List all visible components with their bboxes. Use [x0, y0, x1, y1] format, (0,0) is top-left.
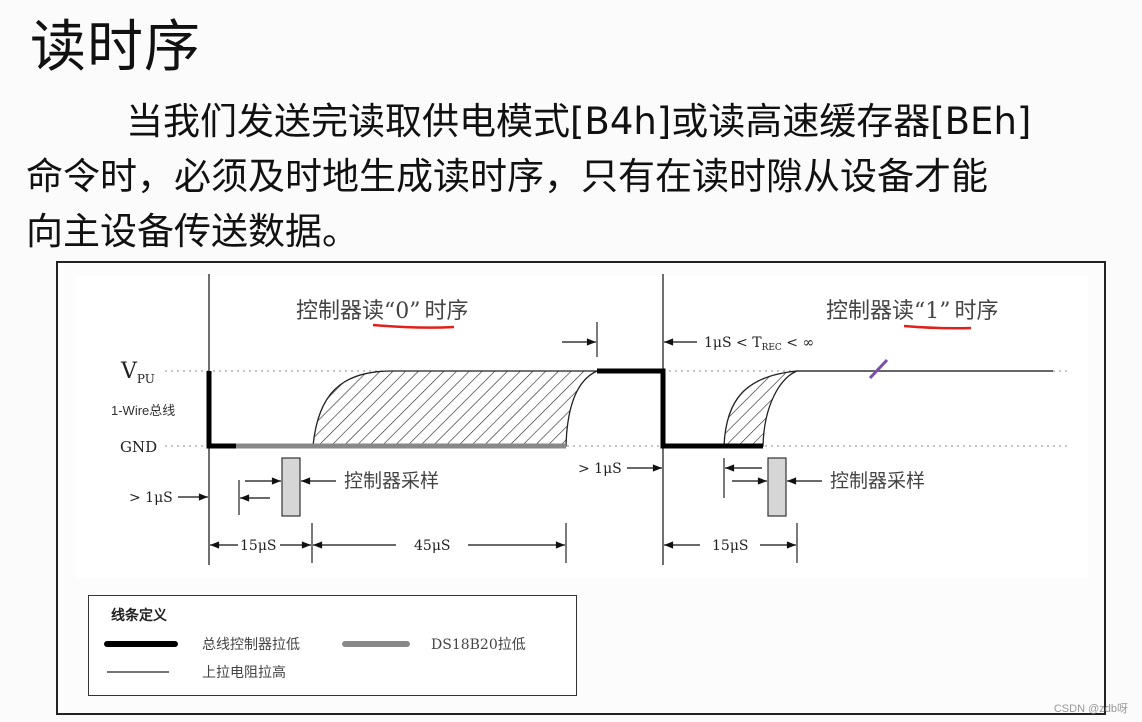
watermark: CSDN @zdb呀: [1053, 703, 1128, 715]
duration-15us-read1: 15μS: [712, 538, 749, 554]
legend-label-ds18b20-low: DS18B20拉低: [431, 637, 526, 653]
duration-markers: [311, 523, 798, 563]
vpu-label: VPU: [120, 359, 155, 386]
read1-title: 控制器读“1”时序: [826, 299, 999, 324]
controller-low-read0: [206, 371, 236, 449]
paragraph-line-3: 向主设备传送数据。: [26, 210, 359, 253]
sample-label-read0: 控制器采样: [344, 470, 439, 492]
line-legend: 线条定义 总线控制器拉低 DS18B20拉低 上拉电阻拉高: [88, 595, 577, 696]
duration-45us: 45μS: [414, 538, 451, 554]
sample-label-read1: 控制器采样: [830, 470, 925, 492]
gt1us-left-label: > 1μS: [129, 490, 173, 506]
sample-window-read0: [281, 457, 301, 517]
legend-label-pullup: 上拉电阻拉高: [202, 664, 286, 681]
read1-uncertainty-region: [723, 370, 798, 447]
read0-underline: [372, 323, 455, 329]
trec-label: 1μS < TREC < ∞: [704, 335, 814, 353]
legend-label-controller-low: 总线控制器拉低: [202, 637, 300, 653]
read0-title: 控制器读“0”时序: [296, 299, 469, 324]
slide-paragraph: 当我们发送完读取供电模式[B4h]或读高速缓存器[BEh] 命令时，必须及时地生…: [26, 94, 1106, 259]
duration-15us-read0: 15μS: [240, 538, 277, 554]
paragraph-line-1: 当我们发送完读取供电模式[B4h]或读高速缓存器[BEh]: [126, 100, 1032, 143]
legend-title: 线条定义: [111, 607, 167, 624]
gnd-label: GND: [120, 438, 157, 456]
paragraph-line-2: 命令时，必须及时地生成读时序，只有在读时隙从设备才能: [26, 155, 988, 198]
pen-mark: [868, 358, 889, 380]
read0-uncertainty-region: [312, 370, 598, 447]
gt1us-mid-label: > 1μS: [578, 461, 622, 477]
slide-title: 读时序: [30, 15, 201, 80]
controller-low-read1: [597, 368, 724, 449]
sample-window-read1: [767, 457, 787, 517]
bus-label: 1-Wire总线: [111, 403, 175, 418]
read1-underline: [903, 324, 972, 330]
